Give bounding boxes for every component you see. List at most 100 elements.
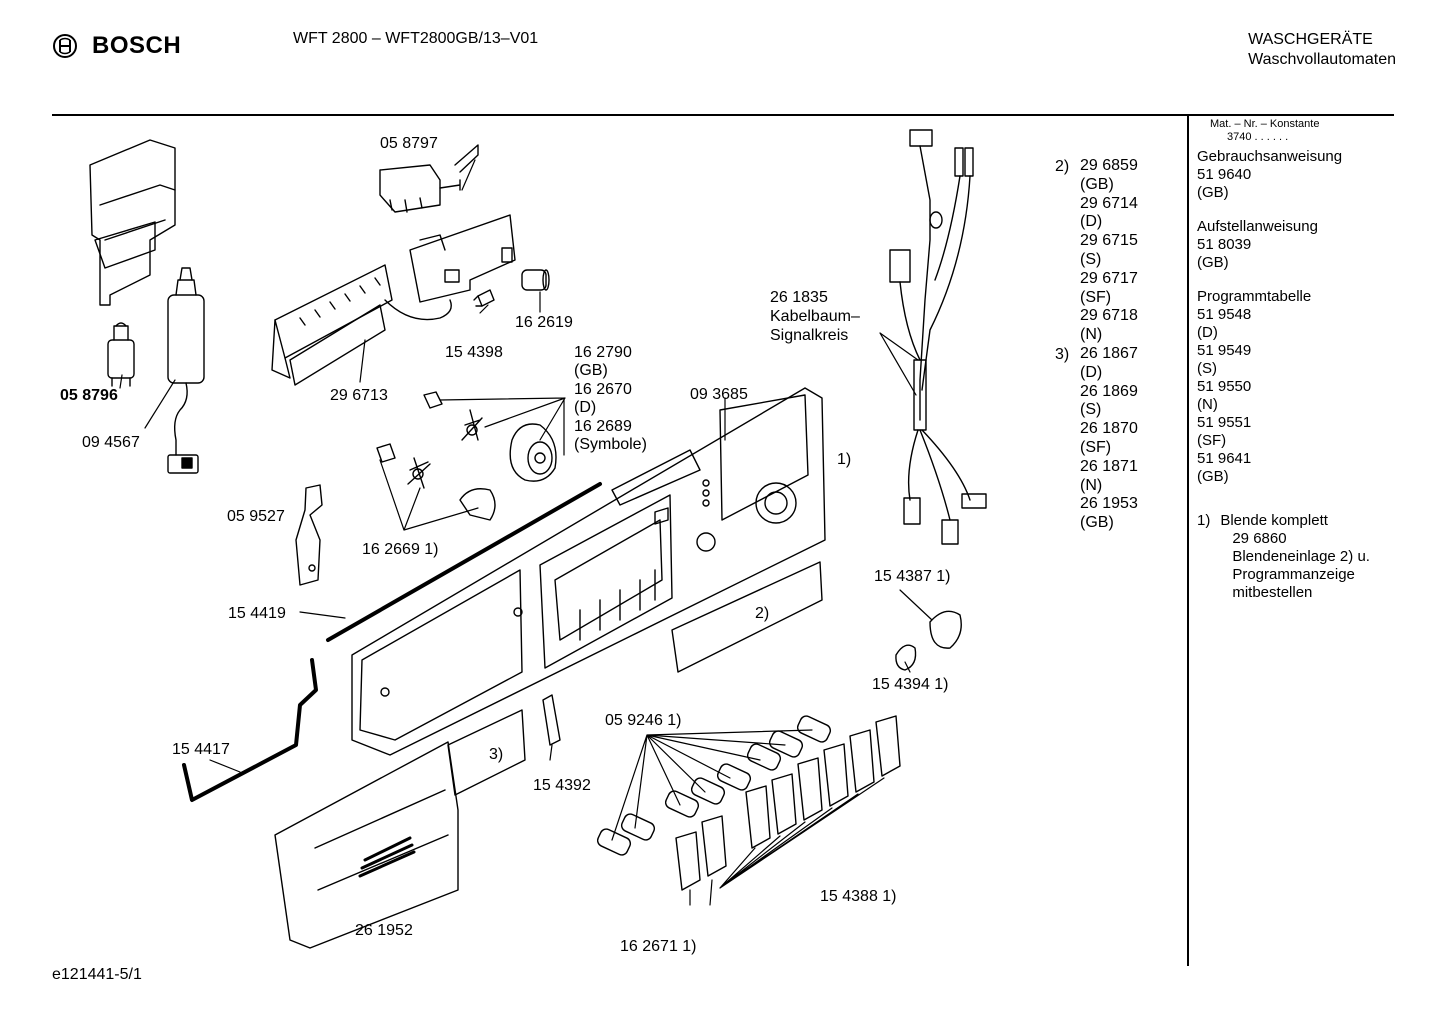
leader-lines [119,159,933,906]
variant-line: 29 6715 [1080,232,1138,250]
knob-large [929,610,962,649]
label-093685: 09 3685 [690,386,748,403]
variant-line: 26 1953 [1080,495,1138,513]
doc-line: (GB) [1197,254,1229,271]
footnote-line: Blende komplett [1220,512,1328,529]
variant-line: (D) [1080,213,1103,231]
variant-line: (SF) [1080,438,1112,456]
doc-group-installation: Aufstellanweisung 51 8039 (GB) [1197,218,1437,272]
doc-line: 51 9641 [1197,450,1252,467]
bracket-small [295,484,323,586]
label-059246: 05 9246 1) [605,712,682,729]
ref-2: 2) [755,605,770,622]
selector-switch [379,144,479,213]
variant-line: 29 6718 [1080,307,1138,325]
doc-line: 51 9550 [1197,378,1252,395]
doc-group-program-table: Programmtabelle 51 9548 (D) 51 9549 (S) … [1197,288,1437,486]
doc-line: (D) [1197,324,1218,341]
category-line-1: WASCHGERÄTE [1248,31,1373,48]
label-296713: 29 6713 [330,387,388,404]
label-154394: 15 4394 1) [872,676,949,693]
label-154398: 15 4398 [445,344,503,361]
label-094567: 09 4567 [82,434,140,451]
variant-line: 26 1867 [1080,344,1138,362]
label-154419: 15 4419 [228,605,286,622]
variant-list: 29 6859 (GB) 29 6714 (D) 29 6715 (S) 29 … [1080,157,1138,533]
variant-line: (S) [1080,401,1102,419]
label-261835: 26 1835 [770,289,828,306]
label-154387: 15 4387 1) [874,568,951,585]
sidebar-divider [1187,114,1189,966]
variant-line: (N) [1080,476,1103,494]
variant-line: 29 6859 [1080,157,1138,174]
label-harness-line1: Kabelbaum– [770,308,860,325]
variant-line: (S) [1080,250,1102,268]
variant-line: (N) [1080,326,1103,344]
lamp-cap [521,269,550,291]
label-162671: 16 2671 1) [620,938,697,955]
label-162669: 16 2669 1) [362,541,439,558]
footnote-1: 1) Blende komplett 29 6860 Blendeneinlag… [1197,512,1437,602]
doc-line: 51 9549 [1197,342,1252,359]
list-marker-2: 2) [1055,158,1070,175]
doc-group-title: Gebrauchsanweisung [1197,148,1343,165]
footnote-marker: 1) [1197,512,1211,529]
knob-small [895,644,917,671]
label-154417: 15 4417 [172,741,230,758]
variant-line: 26 1870 [1080,420,1138,438]
diagram-code: e121441-5/1 [52,966,142,983]
variant-line: (SF) [1080,288,1112,306]
knob-bushing-lower [376,443,496,521]
label-261952: 26 1952 [355,922,413,939]
light-guide [542,694,561,746]
documents-sidebar: Mat. – Nr. – Konstante 3740 . . . . . . … [1197,118,1437,602]
label-154388: 15 4388 1) [820,888,897,905]
doc-line: 51 9548 [1197,306,1252,323]
label-162790-gb: (GB) [574,362,608,379]
list-marker-3: 3) [1055,346,1070,363]
program-knob [509,423,557,482]
label-162670: 16 2670 [574,381,632,398]
label-154392: 15 4392 [533,777,591,794]
doc-line: (N) [1197,396,1218,413]
dispenser-front [274,741,459,949]
doc-group-title: Aufstellanweisung [1197,218,1318,235]
doc-line: 51 9551 [1197,414,1252,431]
led-lamp [473,289,495,307]
bosch-logo: BOSCH [52,32,181,60]
doc-group-instructions: Gebrauchsanweisung 51 9640 (GB) [1197,148,1437,202]
variant-line: (D) [1080,363,1103,381]
header-divider [52,114,1394,116]
footnote-line: mitbestellen [1232,584,1313,601]
category-line-2: Waschvollautomaten [1248,51,1396,68]
knob-bushing-upper [423,391,483,441]
category-block: WASCHGERÄTE Waschvollautomaten [1248,30,1396,70]
footnote-line: Programmanzeige [1232,566,1355,583]
label-162689: 16 2689 [574,418,632,435]
doc-line: 51 8039 [1197,236,1252,253]
label-162689-symbole: (Symbole) [574,436,647,453]
variant-line: (GB) [1080,175,1114,193]
doc-line: (GB) [1197,184,1229,201]
footnote-line: Blendeneinlage 2) u. [1232,548,1370,565]
panel-insert [671,561,823,673]
wire-clip [182,658,318,802]
doc-line: (S) [1197,360,1217,377]
label-058797: 05 8797 [380,135,438,152]
label-harness-line2: Signalkreis [770,327,849,344]
label-059527: 05 9527 [227,508,285,525]
doc-group-title: Programmtabelle [1197,288,1312,305]
capacitor-large [167,267,205,474]
wiring-harness [889,129,987,545]
label-162670-d: (D) [574,399,597,416]
push-buttons [675,715,901,891]
variant-line: (GB) [1080,514,1114,532]
ref-3: 3) [489,746,504,763]
program-indicator [447,709,526,796]
variant-line: 29 6717 [1080,269,1138,287]
model-title: WFT 2800 – WFT2800GB/13–V01 [293,30,539,47]
footnote-text: Blende komplett 29 6860 Blendeneinlage 2… [1220,512,1370,602]
mounting-bracket [89,139,176,306]
exploded-parts-diagram [89,129,987,949]
button-carrier [271,264,452,386]
